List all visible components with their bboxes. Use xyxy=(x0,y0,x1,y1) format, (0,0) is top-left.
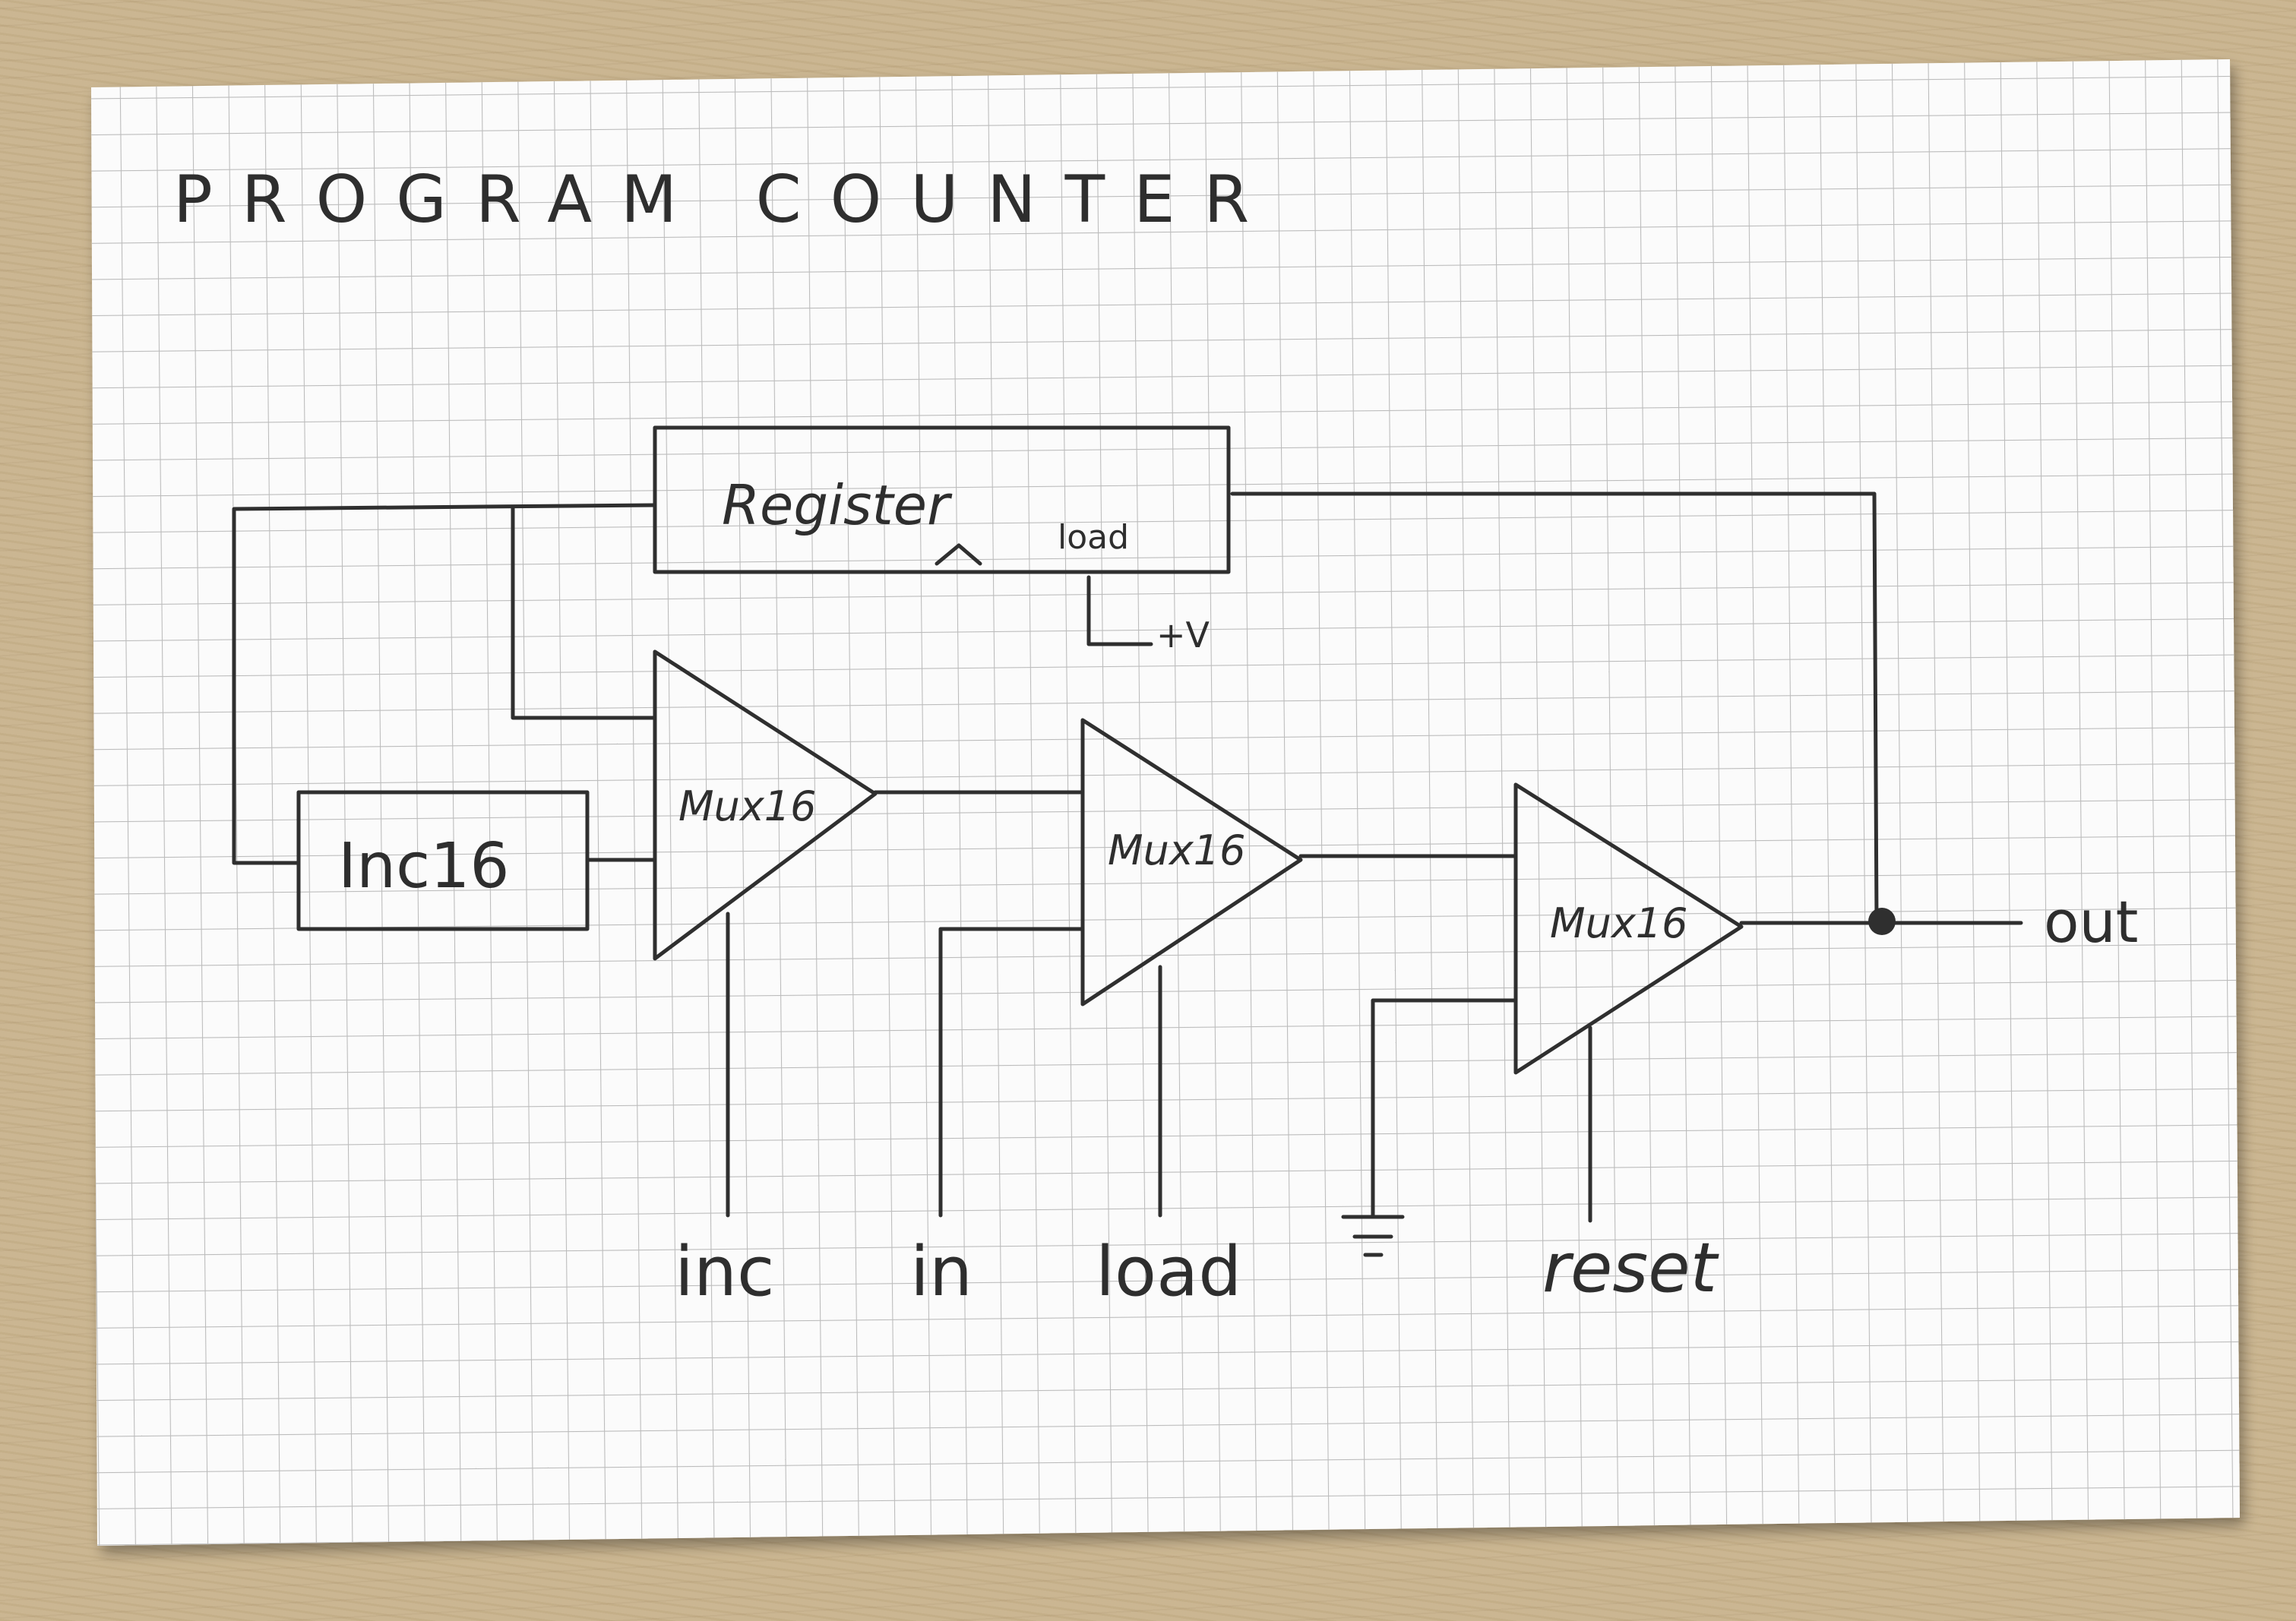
register-label: Register xyxy=(722,473,953,537)
supply-label: +V xyxy=(1156,615,1210,656)
input-label-reset: reset xyxy=(1542,1228,1720,1308)
grid-paper-card xyxy=(91,59,2240,1546)
diagram-title: PROGRAM COUNTER xyxy=(173,162,1278,238)
output-label-out: out xyxy=(2044,888,2138,956)
mux3-triangle xyxy=(1513,782,1744,1075)
input-label-load: load xyxy=(1096,1232,1241,1312)
register-load-label: load xyxy=(1058,518,1129,557)
mux1-triangle xyxy=(653,649,878,961)
register-block xyxy=(653,425,1231,574)
out-to-register-wire xyxy=(1230,491,1879,925)
mux2-label: Mux16 xyxy=(1108,826,1246,874)
circuit-diagram: PROGRAM COUNTER Register load +V Inc16 M… xyxy=(173,162,2138,1312)
register-to-inc16-wire xyxy=(232,503,657,865)
load-tie-wire xyxy=(1086,575,1153,646)
ground-to-mux3-wire xyxy=(1371,998,1518,1218)
mux3-label: Mux16 xyxy=(1550,899,1688,947)
input-label-inc: inc xyxy=(675,1232,775,1312)
input-label-in: in xyxy=(910,1232,972,1312)
register-to-mux1-wire xyxy=(511,504,657,720)
inc16-label: Inc16 xyxy=(338,830,510,902)
ground-icon xyxy=(1341,1215,1405,1257)
mux2-triangle xyxy=(1080,718,1303,1006)
in-to-mux2-wire xyxy=(938,927,1085,1218)
grid-lines xyxy=(91,59,2240,1546)
clock-symbol xyxy=(935,543,982,566)
junction-dot xyxy=(1868,908,1896,935)
mux1-label: Mux16 xyxy=(678,782,817,830)
